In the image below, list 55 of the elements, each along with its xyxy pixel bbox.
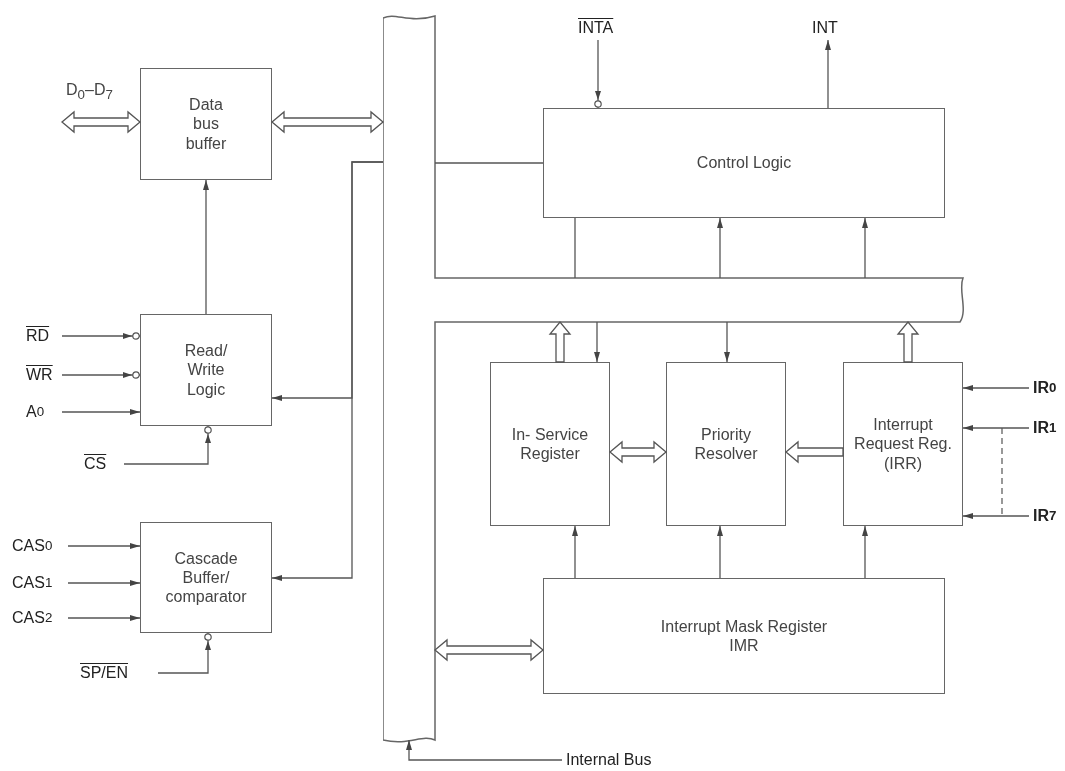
block-label: Control Logic <box>696 153 792 173</box>
signal-label: Internal Bus <box>566 750 666 770</box>
block-box <box>666 362 786 526</box>
block-box <box>543 108 945 218</box>
hollow-bus-arrow <box>785 440 844 464</box>
arrow <box>67 580 141 586</box>
hollow-bus-arrow <box>271 110 384 134</box>
connector-line <box>574 217 576 279</box>
arrow <box>203 179 209 315</box>
arrow <box>862 217 868 279</box>
arrow <box>962 385 1030 391</box>
arrow <box>717 217 723 279</box>
block-box <box>140 522 272 633</box>
signal-label: CS <box>84 454 120 474</box>
arrow <box>61 409 141 415</box>
block-box <box>140 314 272 426</box>
hollow-bus-arrow <box>548 321 572 363</box>
connector-line <box>434 162 544 164</box>
arrow <box>157 632 212 674</box>
arrow <box>825 39 831 109</box>
signal-label: INT <box>812 18 846 38</box>
arrow <box>67 543 141 549</box>
signal-label: RD <box>26 326 58 346</box>
arrow <box>406 739 563 761</box>
block-box <box>543 578 945 694</box>
arrow <box>594 39 602 109</box>
signal-label: SP/EN <box>80 663 154 683</box>
arrow <box>594 321 600 363</box>
hollow-bus-arrow <box>609 440 667 464</box>
block-label: Data bus buffer <box>184 95 228 153</box>
arrow <box>724 321 730 363</box>
block-box <box>140 68 272 180</box>
hollow-bus-arrow <box>434 638 544 662</box>
arrow <box>962 425 1030 431</box>
arrow <box>271 161 384 581</box>
block-label: Interrupt Mask Register IMR <box>659 616 829 656</box>
block-label: Interrupt Request Reg. (IRR) <box>853 415 953 473</box>
block-label: In- Service Register <box>510 424 590 464</box>
arrow <box>717 525 723 579</box>
block-box <box>843 362 963 526</box>
arrow <box>862 525 868 579</box>
arrow <box>61 371 141 379</box>
arrow <box>61 332 141 340</box>
hollow-bus-arrow <box>896 321 920 363</box>
hollow-bus-arrow <box>61 110 141 134</box>
arrow <box>67 615 141 621</box>
block-label: Priority Resolver <box>693 424 759 464</box>
arrow <box>123 425 212 465</box>
block-label: Read/ Write Logic <box>183 341 229 399</box>
arrow <box>572 525 578 579</box>
signal-label: INTA <box>578 18 622 38</box>
block-label: Cascade Buffer/ comparator <box>164 548 248 607</box>
block-box <box>490 362 610 526</box>
signal-label: WR <box>26 365 58 385</box>
arrow <box>962 513 1030 519</box>
